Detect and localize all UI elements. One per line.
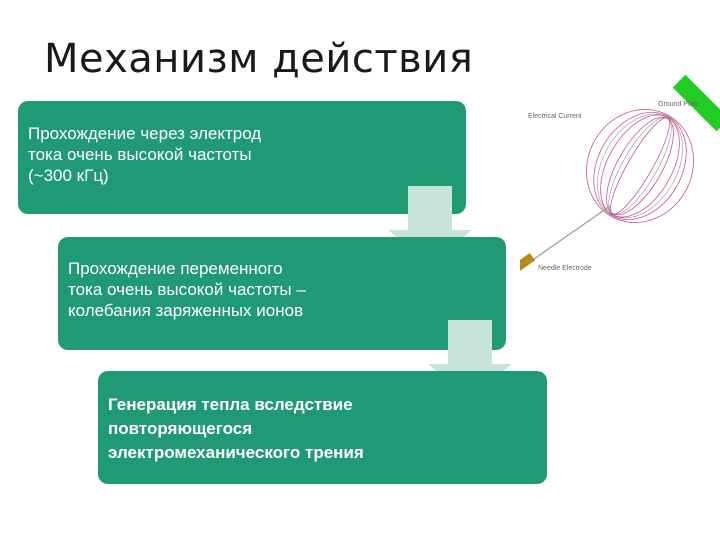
step-1-box: Прохождение через электрод тока очень вы… bbox=[18, 101, 466, 214]
label-needle: Needle Electrode bbox=[538, 265, 592, 272]
ground-plate bbox=[672, 74, 720, 132]
step-3-box: Генерация тепла вследствие повторяющегос… bbox=[98, 371, 547, 484]
step-1-line-3: (~300 кГц) bbox=[28, 166, 109, 185]
step-2-box: Прохождение переменного тока очень высок… bbox=[58, 237, 506, 350]
step-1-line-1: Прохождение через электрод bbox=[28, 124, 262, 143]
needle-shaft bbox=[523, 205, 611, 267]
step-3-line-1: Генерация тепла вследствие bbox=[108, 395, 353, 414]
step-2-line-1: Прохождение переменного bbox=[68, 259, 283, 278]
slide-title: Механизм действия bbox=[44, 36, 474, 82]
step-3-line-2: повторяющегося bbox=[108, 419, 253, 438]
needle-handle bbox=[520, 252, 536, 272]
rf-field-illustration: Electrical Current Ground Plate Needle E… bbox=[520, 74, 720, 272]
step-3-line-3: электромеханического трения bbox=[108, 443, 364, 462]
field-lines-blue bbox=[597, 113, 683, 219]
label-current: Electrical Current bbox=[528, 113, 582, 120]
label-ground: Ground Plate bbox=[658, 101, 699, 108]
step-1-line-2: тока очень высокой частоты bbox=[28, 145, 252, 164]
step-2-line-3: колебания заряженных ионов bbox=[68, 301, 304, 320]
field-lines bbox=[586, 109, 694, 223]
step-2-line-2: тока очень высокой частоты – bbox=[68, 280, 306, 299]
